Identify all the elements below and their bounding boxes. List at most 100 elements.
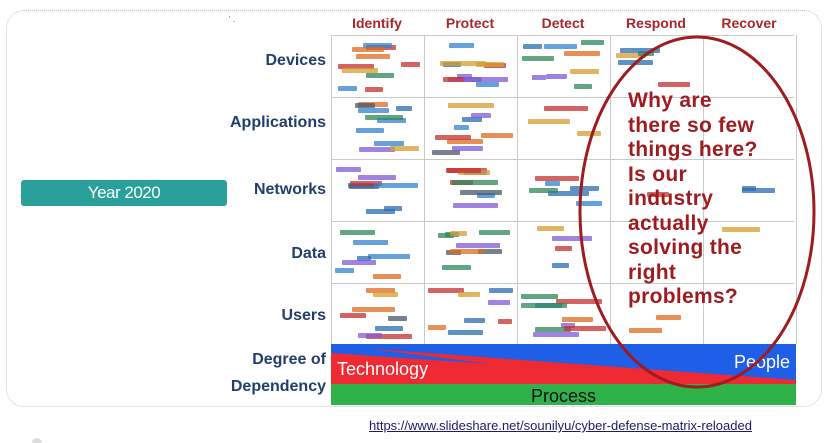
grid-line bbox=[331, 35, 794, 36]
row-header-data: Data bbox=[291, 245, 326, 262]
vendor-logo bbox=[457, 74, 472, 79]
vendor-logo bbox=[342, 68, 378, 73]
vendor-logo bbox=[535, 327, 571, 332]
row-header-applications: Applications bbox=[229, 114, 326, 131]
vendor-logo bbox=[390, 146, 419, 151]
grid-line bbox=[796, 35, 797, 344]
vendor-logo bbox=[478, 249, 502, 254]
vendor-logo bbox=[460, 190, 502, 195]
callout-line: Why are bbox=[628, 89, 712, 112]
vendor-logo bbox=[564, 51, 600, 56]
vendor-logo bbox=[454, 125, 469, 130]
vendor-logo bbox=[452, 146, 483, 151]
vendor-logo bbox=[353, 240, 388, 245]
vendor-logo bbox=[449, 43, 474, 48]
vendor-logo bbox=[471, 113, 491, 118]
vendor-logo bbox=[481, 133, 513, 138]
vendor-logo bbox=[450, 249, 484, 254]
vendor-logo bbox=[498, 319, 512, 324]
vendor-logo bbox=[342, 260, 376, 265]
vendor-logo bbox=[359, 147, 395, 152]
vendor-logo bbox=[358, 333, 382, 338]
vendor-logo bbox=[544, 106, 588, 111]
vendor-logo bbox=[447, 168, 481, 173]
year-badge: Year 2020 bbox=[21, 180, 227, 206]
vendor-logo bbox=[561, 323, 575, 328]
vendor-logo bbox=[616, 53, 646, 58]
vendor-logo bbox=[522, 56, 554, 61]
vendor-logo bbox=[358, 108, 389, 113]
vendor-logo bbox=[546, 74, 567, 79]
vendor-logo bbox=[358, 175, 396, 180]
callout-line: industry bbox=[628, 187, 714, 210]
vendor-logo bbox=[366, 288, 395, 293]
vendor-logo bbox=[570, 186, 599, 191]
vendor-logo bbox=[533, 332, 579, 337]
callout-line: problems? bbox=[628, 285, 739, 308]
vendor-logo bbox=[521, 294, 558, 299]
vendor-logo bbox=[647, 192, 669, 197]
vendor-logo bbox=[577, 131, 601, 136]
vendor-logo bbox=[656, 315, 681, 320]
vendor-logo bbox=[477, 193, 495, 198]
callout-line: things here? bbox=[628, 138, 758, 161]
vendor-logo bbox=[463, 77, 508, 82]
vendor-logo bbox=[365, 87, 383, 92]
vendor-logo bbox=[556, 299, 602, 304]
dependency-bar bbox=[331, 344, 796, 405]
vendor-logo bbox=[521, 303, 567, 308]
vendor-logo bbox=[722, 227, 760, 232]
vendor-logo bbox=[450, 231, 467, 236]
vendor-logo bbox=[529, 188, 558, 193]
vendor-logo bbox=[340, 230, 375, 235]
vendor-logo bbox=[435, 135, 471, 140]
column-header-identify: Identify bbox=[352, 15, 402, 31]
grid-line bbox=[331, 35, 332, 344]
vendor-logo bbox=[374, 183, 418, 188]
vendor-logo bbox=[366, 73, 394, 78]
vendor-logo bbox=[528, 119, 570, 124]
vendor-logo bbox=[442, 265, 471, 270]
vendor-logo bbox=[388, 316, 407, 321]
source-link[interactable]: https://www.slideshare.net/sounilyu/cybe… bbox=[369, 418, 752, 433]
grid-line bbox=[424, 35, 425, 344]
vendor-logo bbox=[350, 181, 382, 186]
vendor-logo bbox=[620, 48, 660, 53]
row-header-devices: Devices bbox=[265, 52, 327, 69]
vendor-logo bbox=[356, 128, 384, 133]
vendor-logo bbox=[356, 54, 390, 59]
vendor-logo bbox=[357, 256, 371, 261]
vendor-logo bbox=[335, 268, 354, 273]
row-header-users: Users bbox=[281, 307, 326, 324]
vendor-logo bbox=[489, 288, 513, 293]
vendor-logo bbox=[458, 292, 480, 297]
vendor-logo bbox=[428, 325, 446, 330]
column-header-detect: Detect bbox=[541, 15, 585, 31]
vendor-logo bbox=[340, 313, 366, 318]
grid-line bbox=[331, 283, 794, 284]
vendor-logo bbox=[476, 62, 504, 67]
vendor-logo bbox=[373, 274, 401, 279]
decorative-dot bbox=[32, 438, 42, 443]
grid-line bbox=[331, 97, 794, 98]
vendor-logo bbox=[476, 82, 499, 87]
vendor-logo bbox=[537, 226, 564, 231]
vendor-logo bbox=[552, 263, 569, 268]
vendor-logo bbox=[581, 40, 604, 45]
callout-text: Why are there so few things here? Is our… bbox=[628, 89, 798, 310]
vendor-logo bbox=[574, 84, 592, 89]
process-band bbox=[331, 384, 796, 405]
vendor-logo bbox=[456, 243, 500, 248]
column-header-respond: Respond bbox=[626, 15, 686, 31]
vendor-logo bbox=[479, 230, 510, 235]
year-badge-label: Year 2020 bbox=[87, 183, 161, 202]
vendor-logo bbox=[462, 117, 482, 122]
row-header-networks: Networks bbox=[253, 181, 326, 198]
vendor-logo bbox=[438, 233, 454, 238]
technology-label: Technology bbox=[337, 359, 429, 379]
callout-line: Is our bbox=[628, 162, 687, 186]
vendor-logo bbox=[447, 139, 483, 144]
callout-line: actually bbox=[628, 211, 709, 235]
vendor-logo bbox=[576, 201, 602, 206]
vendor-logo bbox=[440, 61, 486, 66]
